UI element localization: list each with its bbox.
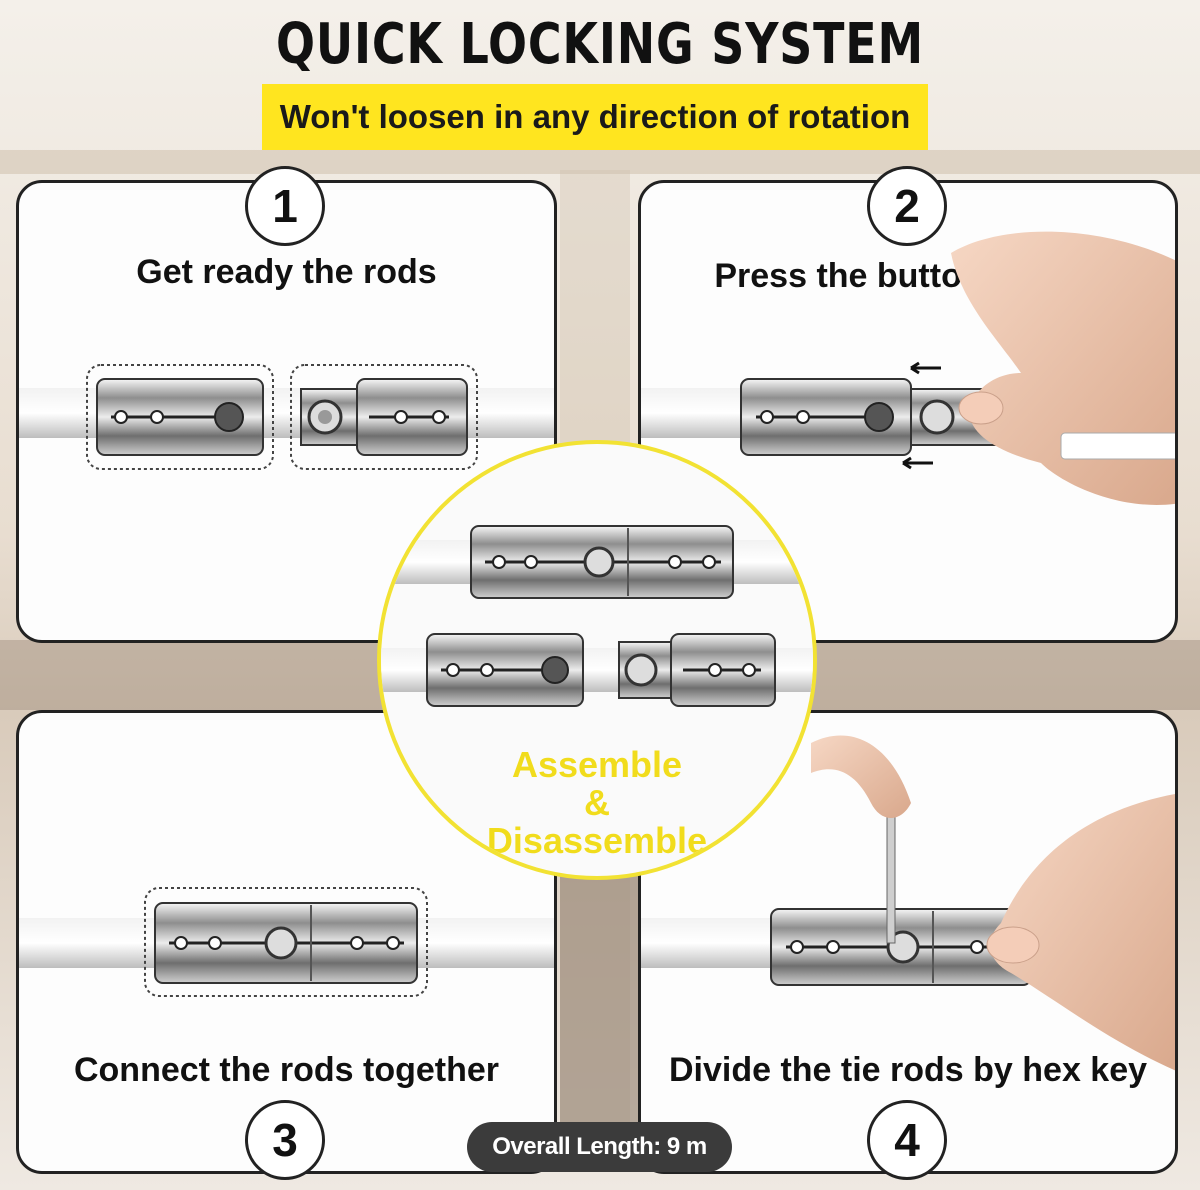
step-number-4: 4: [867, 1100, 947, 1180]
press-button-illustration: [641, 231, 1175, 505]
ampersand-text: &: [584, 782, 610, 823]
overall-length-badge: Overall Length: 9 m: [467, 1122, 732, 1172]
step-panel-1: Get ready the rods: [16, 180, 557, 643]
assemble-illustration: [381, 525, 813, 707]
step-4-label: Divide the tie rods by hex key: [668, 1051, 1148, 1089]
assemble-text: Assemble: [511, 744, 683, 785]
hex-key-illustration: [641, 735, 1175, 1071]
step-panel-3: Connect the rods together: [16, 710, 557, 1174]
step-number-1: 1: [245, 166, 325, 246]
step-number-3: 3: [245, 1100, 325, 1180]
step-number-2: 2: [867, 166, 947, 246]
disassemble-text: Disassemble: [486, 820, 708, 861]
subtitle-banner: Won't loosen in any direction of rotatio…: [262, 84, 928, 150]
assemble-circle: Assemble & Disassemble: [377, 440, 817, 880]
step-3-label: Connect the rods together: [73, 1051, 500, 1089]
rods-separated-illustration: [19, 364, 554, 470]
rods-connected-illustration: [19, 887, 554, 997]
page-title: QUICK LOCKING SYSTEM: [275, 12, 925, 77]
step-1-label: Get ready the rods: [136, 253, 437, 291]
